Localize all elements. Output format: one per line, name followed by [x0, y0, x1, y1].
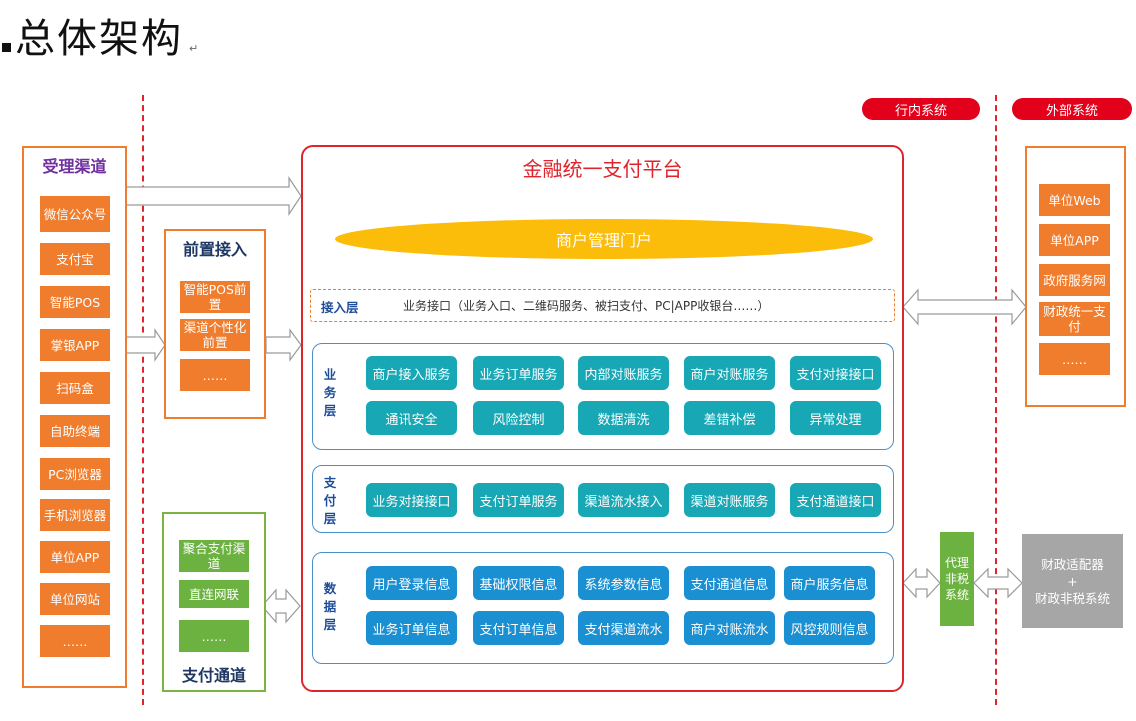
access-layer: 接入层 业务接口（业务入口、二维码服务、被扫支付、PC|APP收银台……） — [310, 289, 895, 322]
channel-item: …… — [40, 625, 110, 657]
data-layer-label: 数据层 — [323, 581, 337, 632]
business-service: 商户对账服务 — [684, 356, 775, 390]
data-layer: 数据层 用户登录信息 基础权限信息 系统参数信息 支付通道信息 商户服务信息 业… — [312, 552, 894, 664]
data-item: 风控规则信息 — [784, 611, 875, 645]
pill-internal-systems: 行内系统 — [862, 98, 980, 120]
channel-item: PC浏览器 — [40, 458, 110, 490]
data-item: 业务订单信息 — [366, 611, 457, 645]
payment-service: 渠道流水接入 — [578, 483, 669, 517]
payment-layer-label: 支付层 — [323, 475, 337, 526]
business-service: 数据清洗 — [578, 401, 669, 435]
data-item: 用户登录信息 — [366, 566, 457, 600]
business-service: 通讯安全 — [366, 401, 457, 435]
access-layer-label: 接入层 — [321, 300, 359, 315]
payment-service: 业务对接接口 — [366, 483, 457, 517]
channel-item: 支付宝 — [40, 243, 110, 275]
fiscal-line-1: 财政适配器 — [1041, 556, 1104, 572]
arrow-channels-to-front — [125, 328, 166, 362]
external-item: 单位APP — [1039, 224, 1110, 256]
front-item: …… — [180, 359, 250, 391]
platform-panel: 金融统一支付平台 商户管理门户 接入层 业务接口（业务入口、二维码服务、被扫支付… — [301, 145, 904, 692]
data-item: 商户对账流水 — [684, 611, 775, 645]
data-item: 支付渠道流水 — [578, 611, 669, 645]
channel-item: 手机浏览器 — [40, 499, 110, 531]
external-item: 政府服务网 — [1039, 264, 1110, 296]
data-item: 商户服务信息 — [784, 566, 875, 600]
front-access-title: 前置接入 — [182, 240, 247, 259]
arrow-platform-external — [902, 288, 1027, 326]
data-item: 基础权限信息 — [473, 566, 564, 600]
agent-non-tax-system: 代理非税系统 — [940, 532, 974, 626]
payment-channel-panel: 聚合支付渠道 直连网联 …… 支付通道 — [162, 512, 266, 692]
business-service: 业务订单服务 — [473, 356, 564, 390]
channel-item: 掌银APP — [40, 329, 110, 361]
channel-item: 自助终端 — [40, 415, 110, 447]
front-access-panel: 前置接入 智能POS前置 渠道个性化前置 …… — [164, 229, 266, 419]
bullet-square-icon — [2, 43, 11, 52]
payment-channel-item: …… — [179, 620, 249, 652]
business-service: 商户接入服务 — [366, 356, 457, 390]
data-item: 支付通道信息 — [684, 566, 775, 600]
return-mark-icon: ↵ — [189, 42, 201, 55]
channels-panel: 受理渠道 微信公众号 支付宝 智能POS 掌银APP 扫码盒 自助终端 PC浏览… — [22, 146, 127, 688]
business-service: 异常处理 — [790, 401, 881, 435]
pill-external-systems: 外部系统 — [1012, 98, 1132, 120]
business-service: 风险控制 — [473, 401, 564, 435]
external-item: …… — [1039, 343, 1110, 375]
business-service: 内部对账服务 — [578, 356, 669, 390]
front-item: 渠道个性化前置 — [180, 319, 250, 351]
data-item: 支付订单信息 — [473, 611, 564, 645]
access-layer-text: 业务接口（业务入口、二维码服务、被扫支付、PC|APP收银台……） — [403, 299, 770, 313]
channels-title: 受理渠道 — [42, 157, 107, 176]
arrow-front-to-platform — [265, 328, 302, 362]
business-service: 支付对接接口 — [790, 356, 881, 390]
external-item: 单位Web — [1039, 184, 1110, 216]
arrow-platform-agent — [902, 567, 941, 599]
divider-left — [142, 95, 144, 705]
channel-item: 单位APP — [40, 541, 110, 573]
page-title: 总体架构↵ — [2, 6, 200, 64]
arrow-paychannel-platform — [261, 588, 301, 624]
payment-service: 支付订单服务 — [473, 483, 564, 517]
fiscal-adapter-system: 财政适配器 + 财政非税系统 — [1022, 534, 1123, 628]
arrow-agent-fiscal — [973, 567, 1023, 599]
merchant-portal: 商户管理门户 — [335, 219, 873, 259]
payment-service: 渠道对账服务 — [684, 483, 775, 517]
payment-channel-item: 直连网联 — [179, 580, 249, 608]
external-item: 财政统一支付 — [1039, 302, 1110, 336]
channel-item: 微信公众号 — [40, 196, 110, 232]
data-item: 系统参数信息 — [578, 566, 669, 600]
payment-layer: 支付层 业务对接接口 支付订单服务 渠道流水接入 渠道对账服务 支付通道接口 — [312, 465, 894, 533]
business-service: 差错补偿 — [684, 401, 775, 435]
business-layer: 业务层 商户接入服务 业务订单服务 内部对账服务 商户对账服务 支付对接接口 通… — [312, 343, 894, 450]
payment-service: 支付通道接口 — [790, 483, 881, 517]
fiscal-line-2: + — [1067, 573, 1078, 589]
arrow-channels-to-platform — [125, 176, 302, 216]
fiscal-line-3: 财政非税系统 — [1034, 590, 1110, 606]
channel-item: 扫码盒 — [40, 372, 110, 404]
business-layer-label: 业务层 — [323, 367, 337, 418]
platform-title: 金融统一支付平台 — [522, 156, 683, 181]
divider-right — [995, 95, 997, 705]
channel-item: 智能POS — [40, 286, 110, 318]
front-item: 智能POS前置 — [180, 281, 250, 313]
channel-item: 单位网站 — [40, 583, 110, 615]
payment-channel-title: 支付通道 — [181, 666, 246, 685]
external-systems-panel: 单位Web 单位APP 政府服务网 财政统一支付 …… — [1025, 146, 1126, 407]
payment-channel-item: 聚合支付渠道 — [179, 540, 249, 572]
